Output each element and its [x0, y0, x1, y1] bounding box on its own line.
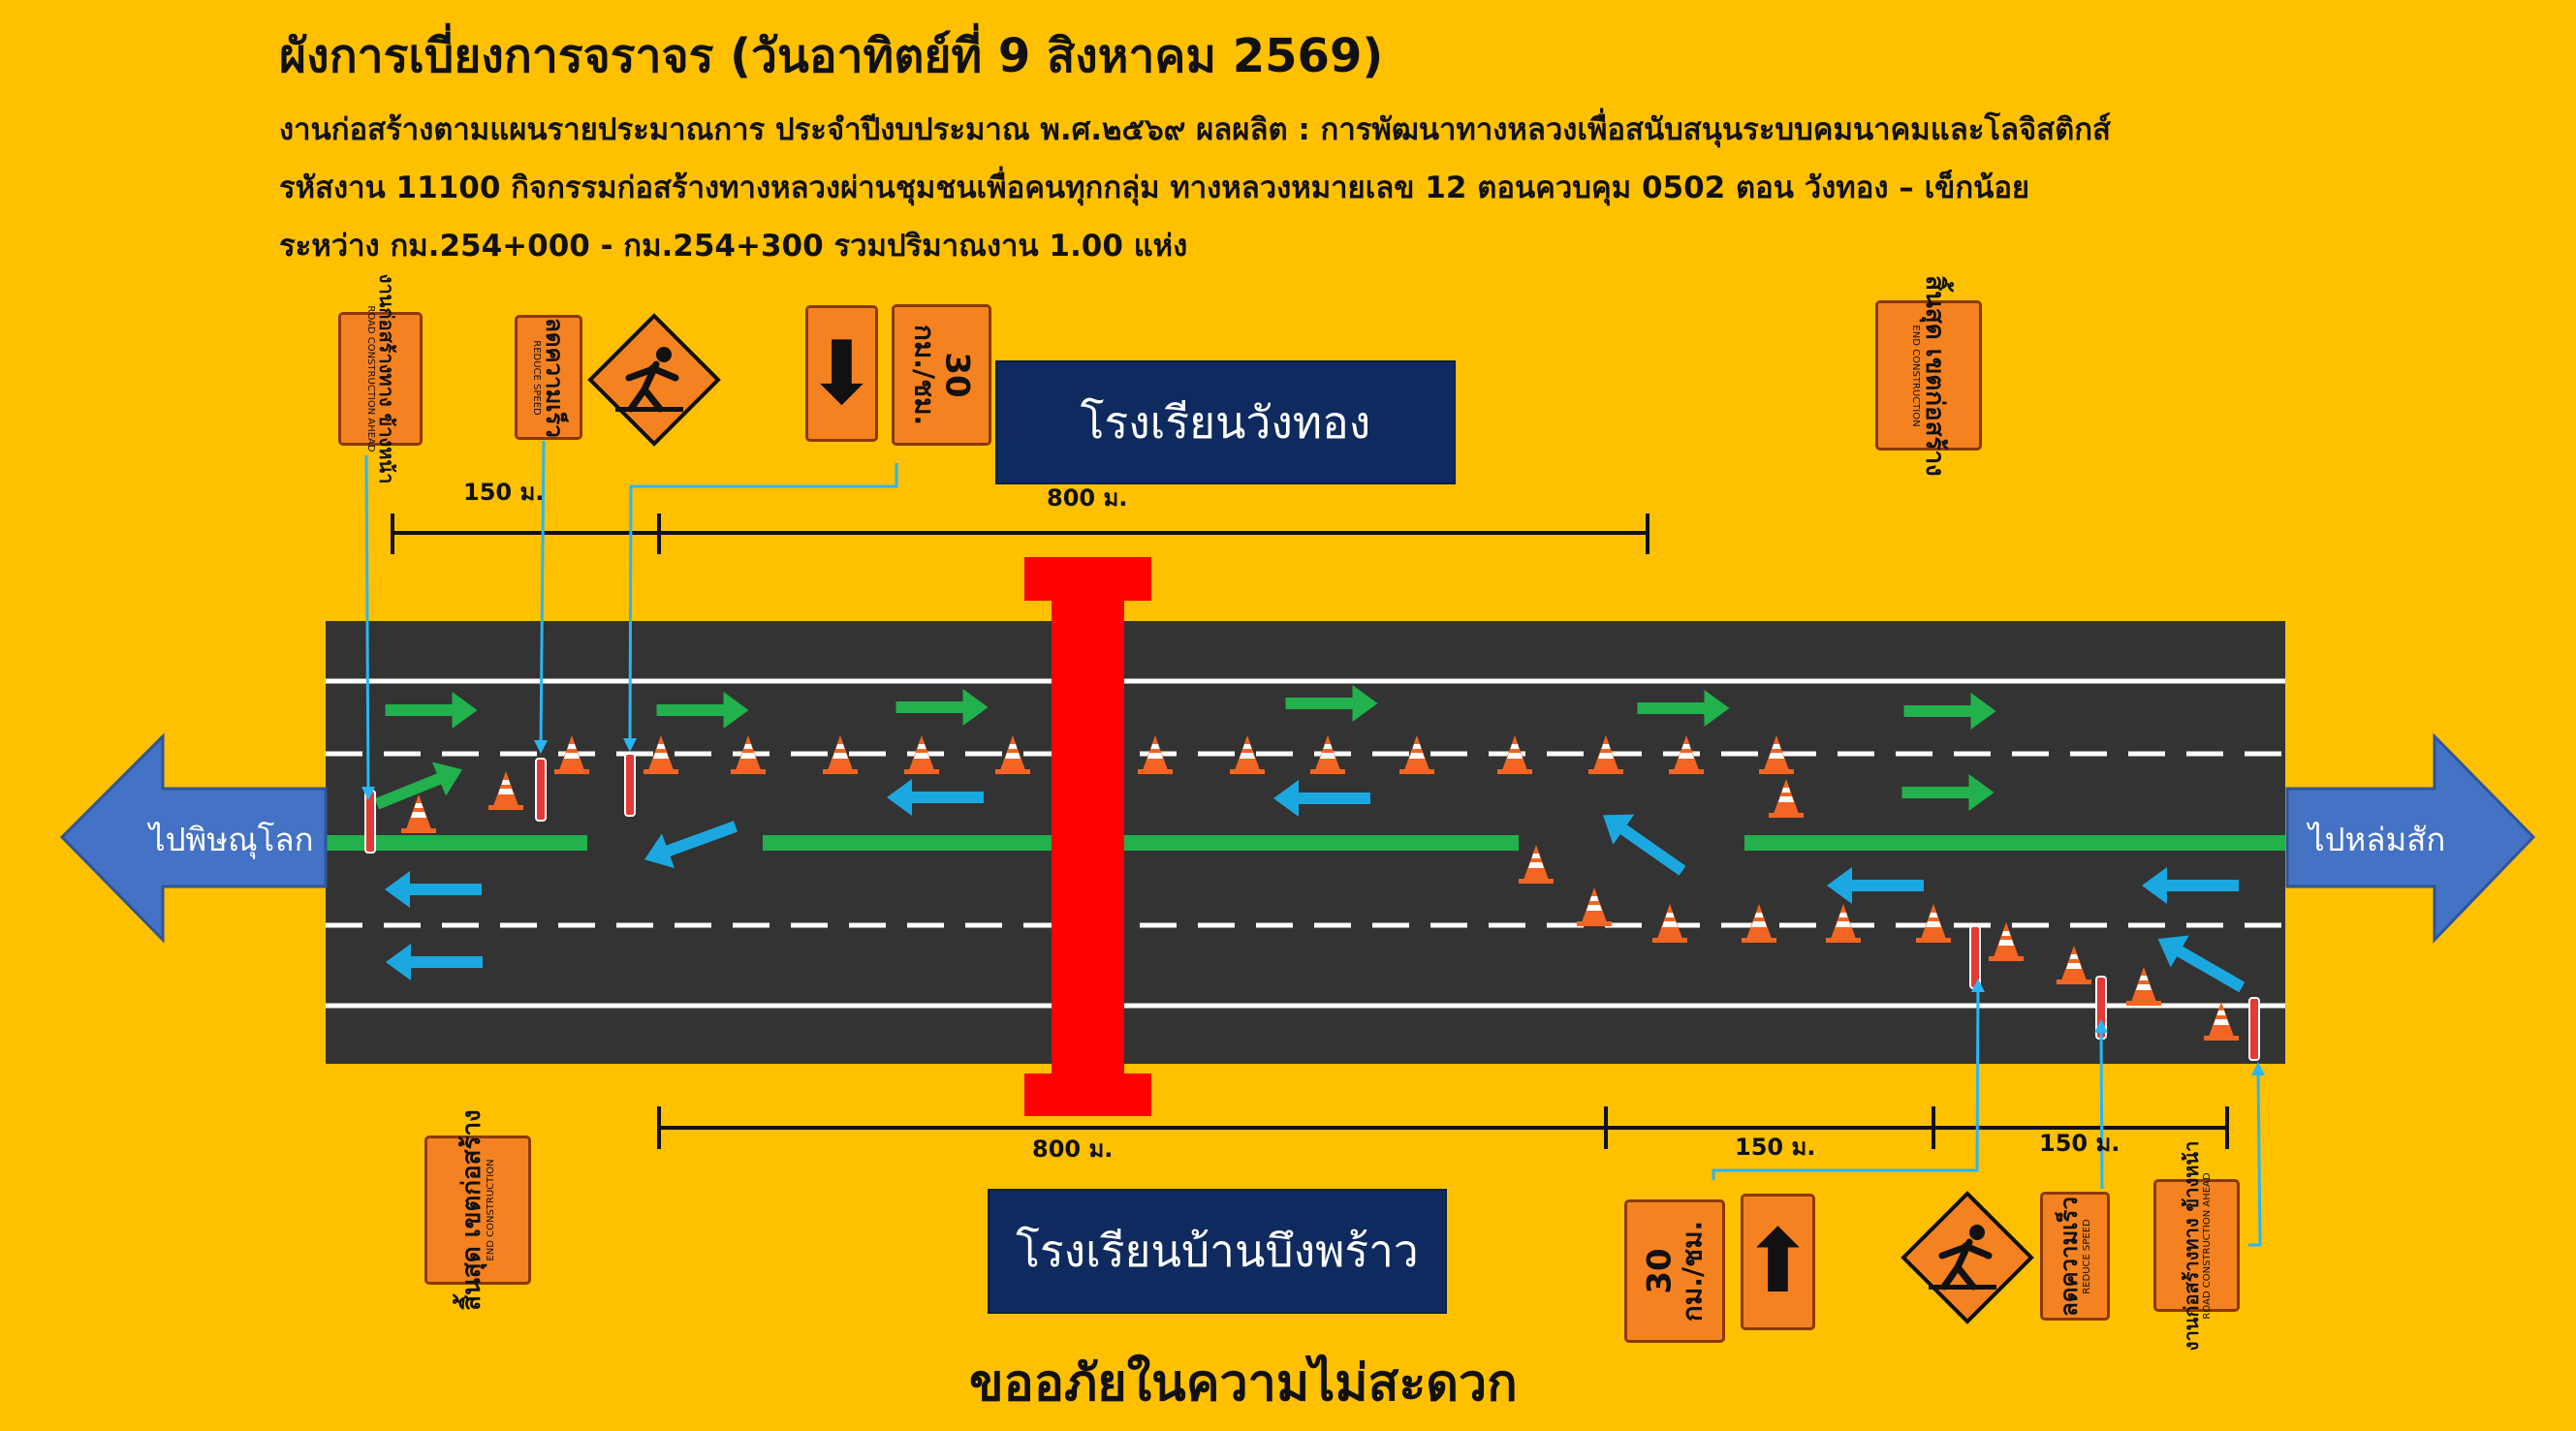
distance-label-bottom-150-b: 150 ม. [2039, 1130, 2120, 1157]
green-lane-arrow [374, 762, 463, 810]
end-construction-sign-bottom: สิ้นสุด เขตก่อสร้าง END CONSTRUCTION [424, 1109, 531, 1311]
barrier-post [364, 790, 376, 854]
pedestrian-warning-sign-bottom [1901, 1191, 2034, 1324]
dimension-lines [391, 513, 2229, 1149]
bridge [1024, 557, 1151, 1116]
arrow-down-sign: ⬇ [805, 305, 878, 442]
blue-lane-arrow [2142, 867, 2239, 904]
median-strip [326, 835, 2285, 851]
distance-label-top-800: 800 ม. [1047, 484, 1128, 512]
blue-lane-arrow [2157, 935, 2246, 993]
description-line-3: ระหว่าง กม.254+000 - กม.254+300 รวมปริมา… [279, 229, 1188, 264]
school-label-bottom: โรงเรียนบ้านบึงพร้าว [988, 1189, 1447, 1314]
description-line-2: รหัสงาน 11100 กิจกรรมก่อสร้างทางหลวงผ่าน… [279, 171, 2030, 205]
sign-text: งานก่อสร้างทาง ข้างหน้า [2179, 1140, 2203, 1351]
sign-text-english: REDUCE SPEED [2082, 1218, 2093, 1294]
barrier-post [535, 758, 547, 822]
pedestrian-warning-sign-top [587, 313, 721, 447]
sign-text: สิ้นสุด เขตก่อสร้าง [456, 1109, 487, 1311]
green-lane-arrow [385, 692, 478, 729]
barrier-post [624, 753, 636, 817]
direction-arrow-left [59, 732, 328, 944]
distance-label-bottom-800: 800 ม. [1032, 1135, 1114, 1163]
barrier-post [2248, 997, 2260, 1061]
distance-label-bottom-150-a: 150 ม. [1735, 1134, 1816, 1161]
green-lane-arrow [895, 689, 989, 726]
green-lane-arrow [1901, 774, 1995, 811]
speed-limit-unit: กม./ชม. [1676, 1220, 1709, 1322]
speed-limit-unit: กม./ชม. [908, 324, 941, 426]
end-construction-sign-top: สิ้นสุด เขตก่อสร้าง END CONSTRUCTION [1875, 275, 1982, 476]
arrow-up-icon: ⬆ [1741, 1210, 1815, 1313]
road-construction-ahead-sign-bottom: งานก่อสร้างทาง ข้างหน้า ROAD CONSTRUCTIO… [2153, 1140, 2240, 1351]
blue-lane-arrow [1827, 867, 1924, 904]
traffic-arrows [374, 685, 2246, 993]
blue-lane-arrow [644, 821, 738, 869]
blue-lane-arrow [1603, 814, 1686, 876]
page-title: ผังการเบี่ยงการจราจร (วันอาทิตย์ที่ 9 สิ… [279, 29, 1384, 83]
direction-label-right: ไปหล่มสัก [2309, 821, 2446, 858]
sign-text-english: END CONSTRUCTION [486, 1159, 497, 1261]
apology-text: ขออภัยในความไม่สะดวก [969, 1354, 1518, 1413]
distance-label-top-150: 150 ม. [463, 479, 545, 506]
blue-lane-arrow [1273, 780, 1370, 817]
sign-text: งานก่อสร้างทาง ข้างหน้า [374, 273, 398, 484]
sign-pointer-heads [361, 738, 2265, 1075]
sign-pointer-lines [364, 440, 2262, 1247]
speed-limit-sign-bottom: 30 กม./ชม. [1624, 1199, 1725, 1343]
description-line-1: งานก่อสร้างตามแผนรายประมาณการ ประจำปีงบป… [279, 112, 2111, 147]
sign-text: ลดความเร็ว [541, 317, 569, 438]
arrow-down-icon: ⬇ [804, 322, 879, 424]
direction-label-left: ไปพิษณุโลก [149, 821, 314, 858]
green-lane-arrow [656, 692, 749, 729]
reduce-speed-sign-bottom: ลดความเร็ว REDUCE SPEED [2040, 1192, 2110, 1321]
speed-limit-sign-top: 30 กม./ชม. [892, 304, 991, 446]
speed-limit-value: 30 [937, 352, 977, 398]
blue-lane-arrow [887, 779, 984, 816]
road-construction-ahead-sign-top: งานก่อสร้างทาง ข้างหน้า ROAD CONSTRUCTIO… [338, 274, 423, 483]
green-lane-arrow [1903, 693, 1996, 730]
sign-text-english: ROAD CONSTRUCTION AHEAD [364, 305, 376, 452]
arrow-up-sign: ⬆ [1741, 1194, 1815, 1330]
green-lane-arrow [1285, 685, 1378, 722]
speed-limit-value: 30 [1640, 1248, 1680, 1294]
sign-text: สิ้นสุด เขตก่อสร้าง [1920, 274, 1950, 477]
barrier-post [1969, 925, 1981, 989]
sign-text-english: ROAD CONSTRUCTION AHEAD [2201, 1171, 2213, 1320]
blue-lane-arrow [386, 944, 483, 980]
sign-text: ลดความเร็ว [2055, 1196, 2083, 1317]
blue-lane-arrow [385, 871, 482, 908]
school-label-top: โรงเรียนวังทอง [995, 360, 1456, 484]
reduce-speed-sign-top: ลดความเร็ว REDUCE SPEED [515, 315, 582, 440]
green-lane-arrow [1637, 690, 1730, 727]
direction-arrow-right [2285, 732, 2536, 944]
